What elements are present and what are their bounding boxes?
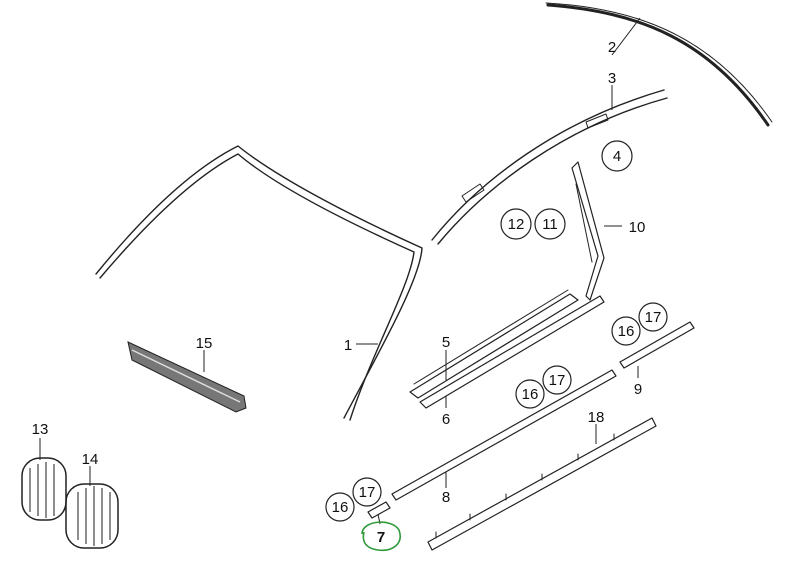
svg-text:16: 16 xyxy=(332,499,349,516)
callout-17-middle: 17 xyxy=(542,365,572,395)
callout-3: 3 xyxy=(608,70,616,87)
svg-text:12: 12 xyxy=(508,216,525,233)
callout-2: 2 xyxy=(608,39,616,56)
callout-6: 6 xyxy=(442,411,450,428)
callout-17-lower: 17 xyxy=(352,477,382,507)
callout-1: 1 xyxy=(344,337,352,354)
part-10-pillar-trim xyxy=(571,161,605,301)
svg-text:16: 16 xyxy=(618,323,635,340)
part-3-roof-channel xyxy=(431,89,668,245)
svg-text:17: 17 xyxy=(549,372,566,389)
part-7-end-cap xyxy=(367,501,391,519)
callout-18: 18 xyxy=(588,409,605,426)
callout-8: 8 xyxy=(442,489,450,506)
callout-5: 5 xyxy=(442,334,450,351)
svg-text:16: 16 xyxy=(522,386,539,403)
callout-15: 15 xyxy=(196,335,213,352)
callout-9: 9 xyxy=(634,381,642,398)
leader-lines xyxy=(39,17,641,525)
callout-16-middle: 16 xyxy=(515,379,545,409)
callout-4: 4 xyxy=(601,140,633,172)
part-1-windshield-seal xyxy=(95,145,423,421)
part-5-6-sill-moldings xyxy=(409,289,605,409)
highlight-ring xyxy=(361,521,401,552)
callout-17-upper: 17 xyxy=(638,302,668,332)
svg-text:4: 4 xyxy=(613,148,621,165)
callout-16-upper: 16 xyxy=(611,316,641,346)
svg-text:17: 17 xyxy=(645,309,662,326)
part-13-14-kidney-grilles xyxy=(21,457,119,549)
callout-10: 10 xyxy=(629,219,646,236)
part-2-roof-molding xyxy=(545,2,773,127)
part-15-cowl-grille xyxy=(127,341,247,413)
callout-16-lower: 16 xyxy=(325,492,355,522)
part-18-rocker-molding xyxy=(427,417,657,551)
svg-text:17: 17 xyxy=(359,484,376,501)
callout-11: 11 xyxy=(534,208,566,240)
callout-13: 13 xyxy=(32,421,49,438)
part-8-front-door-molding xyxy=(391,369,617,501)
callout-14: 14 xyxy=(82,451,99,468)
svg-text:7: 7 xyxy=(377,529,385,546)
part-9-rear-door-molding xyxy=(619,321,695,369)
callout-12: 12 xyxy=(500,208,532,240)
svg-text:11: 11 xyxy=(542,216,558,233)
callout-7-highlighted: 7 xyxy=(361,521,401,552)
